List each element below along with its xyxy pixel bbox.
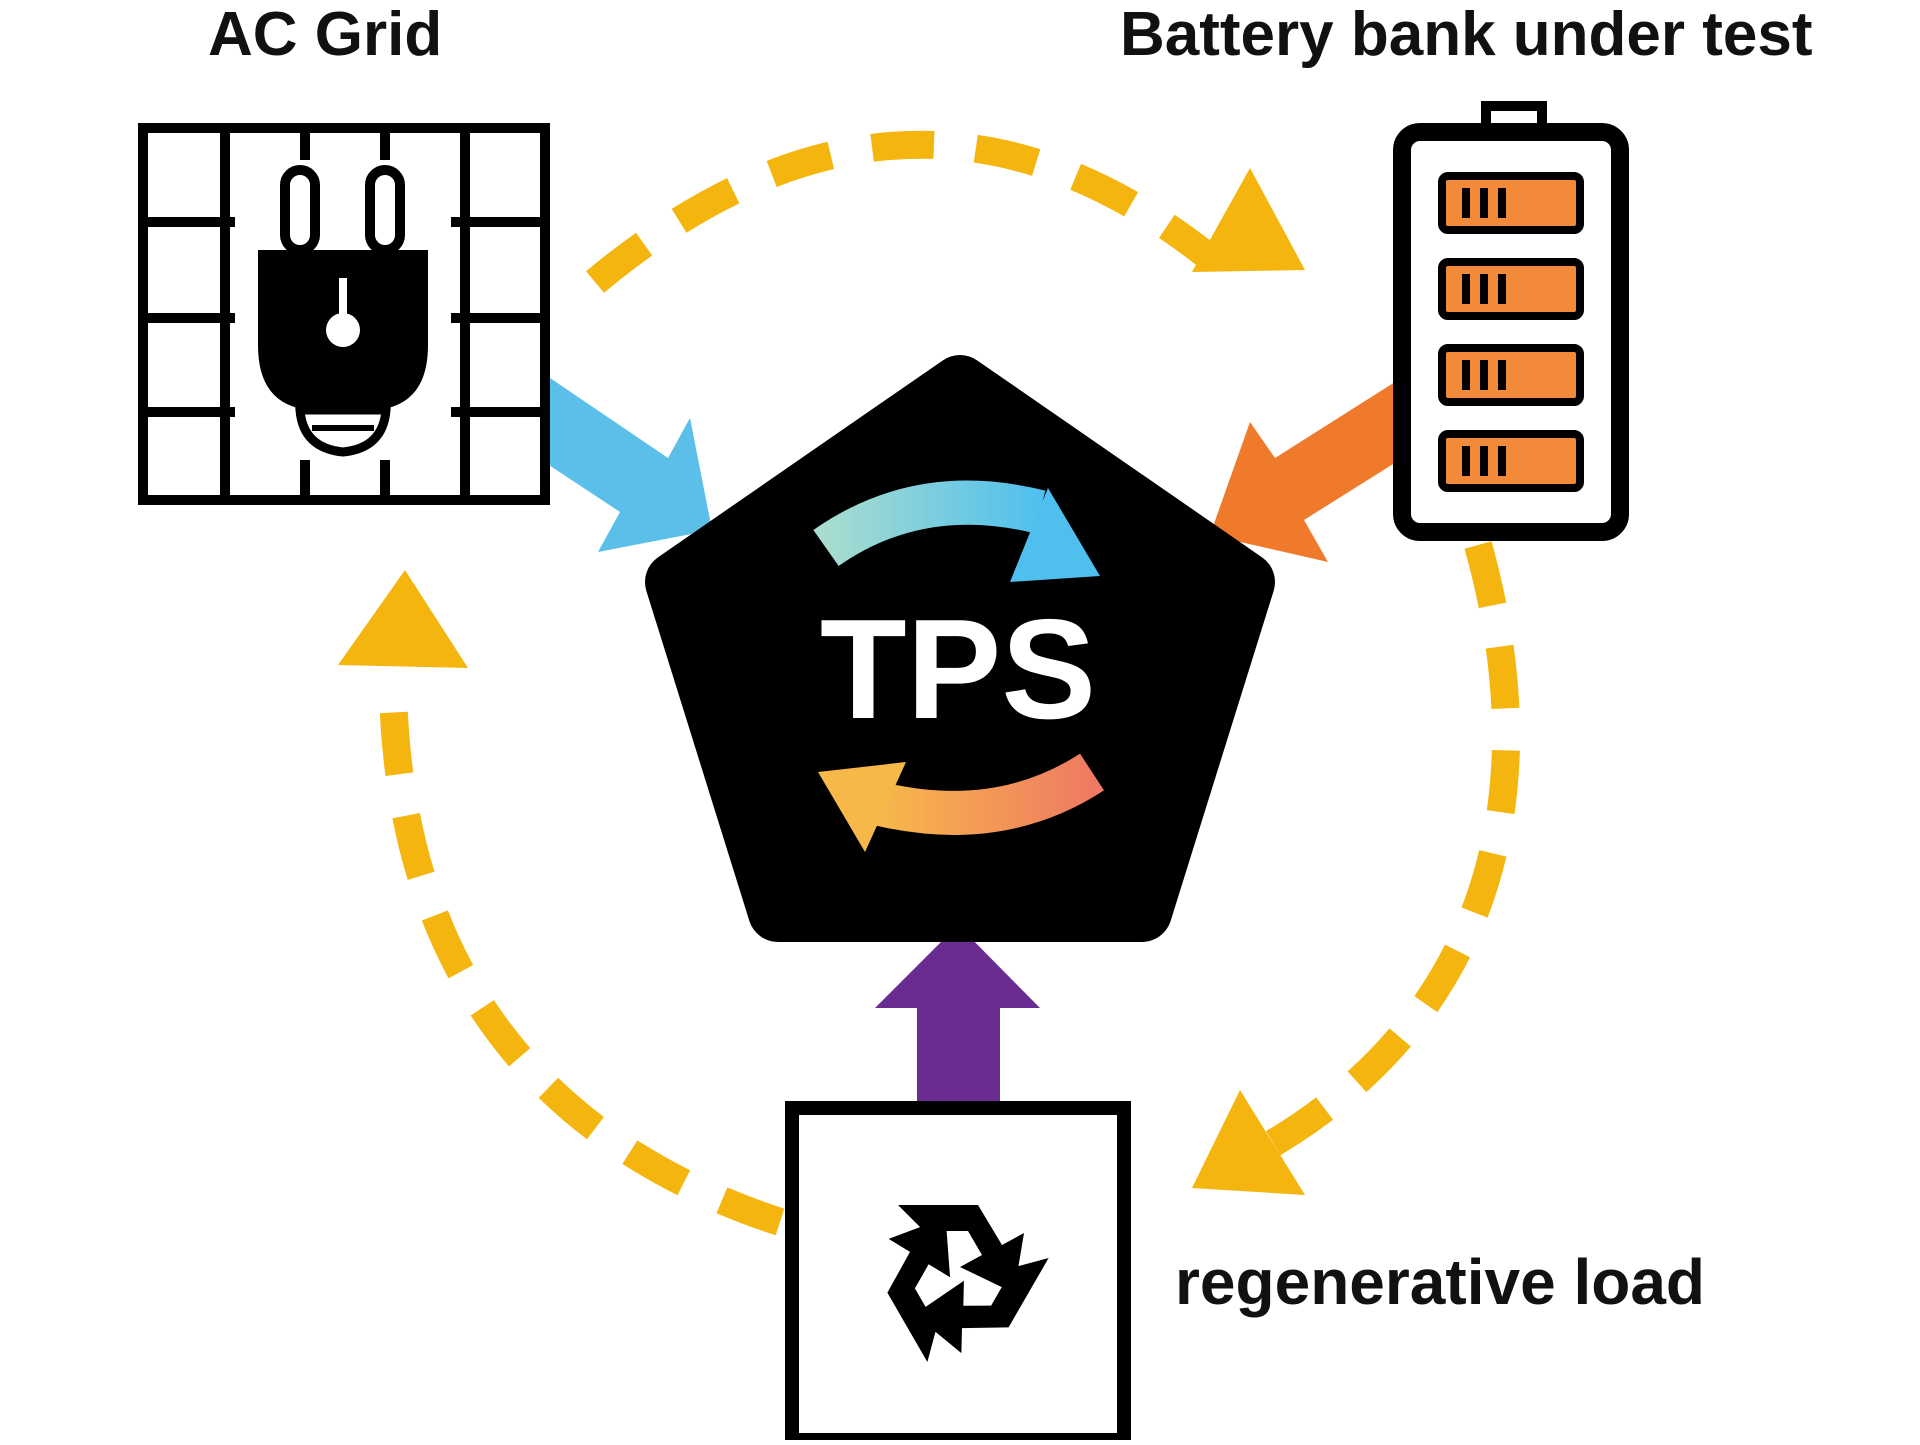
load-node [785, 1101, 1131, 1445]
battery-cell [1438, 430, 1584, 492]
battery-cell [1438, 172, 1584, 234]
battery-label: Battery bank under test [1120, 0, 1813, 69]
loop-battery-to-load [1192, 541, 1521, 1195]
loop-load-to-grid [338, 570, 785, 1236]
grid-node [138, 123, 550, 505]
load-label: regenerative load [1175, 1246, 1705, 1318]
battery-node [1393, 101, 1629, 541]
loop-grid-to-battery [586, 130, 1305, 293]
arrow-grid-to-tps [508, 378, 712, 552]
tps-label: TPS [820, 590, 1096, 749]
grid-label: AC Grid [208, 0, 443, 69]
tps-node: TPS [645, 355, 1275, 942]
battery-icon [1393, 101, 1629, 541]
bidirectional-arrows-icon [813, 480, 1105, 852]
arrow-battery-to-tps [1210, 382, 1422, 562]
battery-cell [1438, 258, 1584, 320]
battery-cell [1438, 344, 1584, 406]
recycle-icon [887, 1205, 1049, 1362]
arrow-load-to-tps [875, 925, 1040, 1108]
loop-arrowhead-down-icon [1192, 1090, 1305, 1195]
loop-arrowhead-up-icon [338, 570, 468, 668]
grid-plug-icon [138, 123, 550, 505]
arrow-right-icon [1010, 488, 1100, 582]
loop-arrowhead-right-icon [1192, 168, 1305, 272]
arrow-left-icon [818, 762, 906, 852]
